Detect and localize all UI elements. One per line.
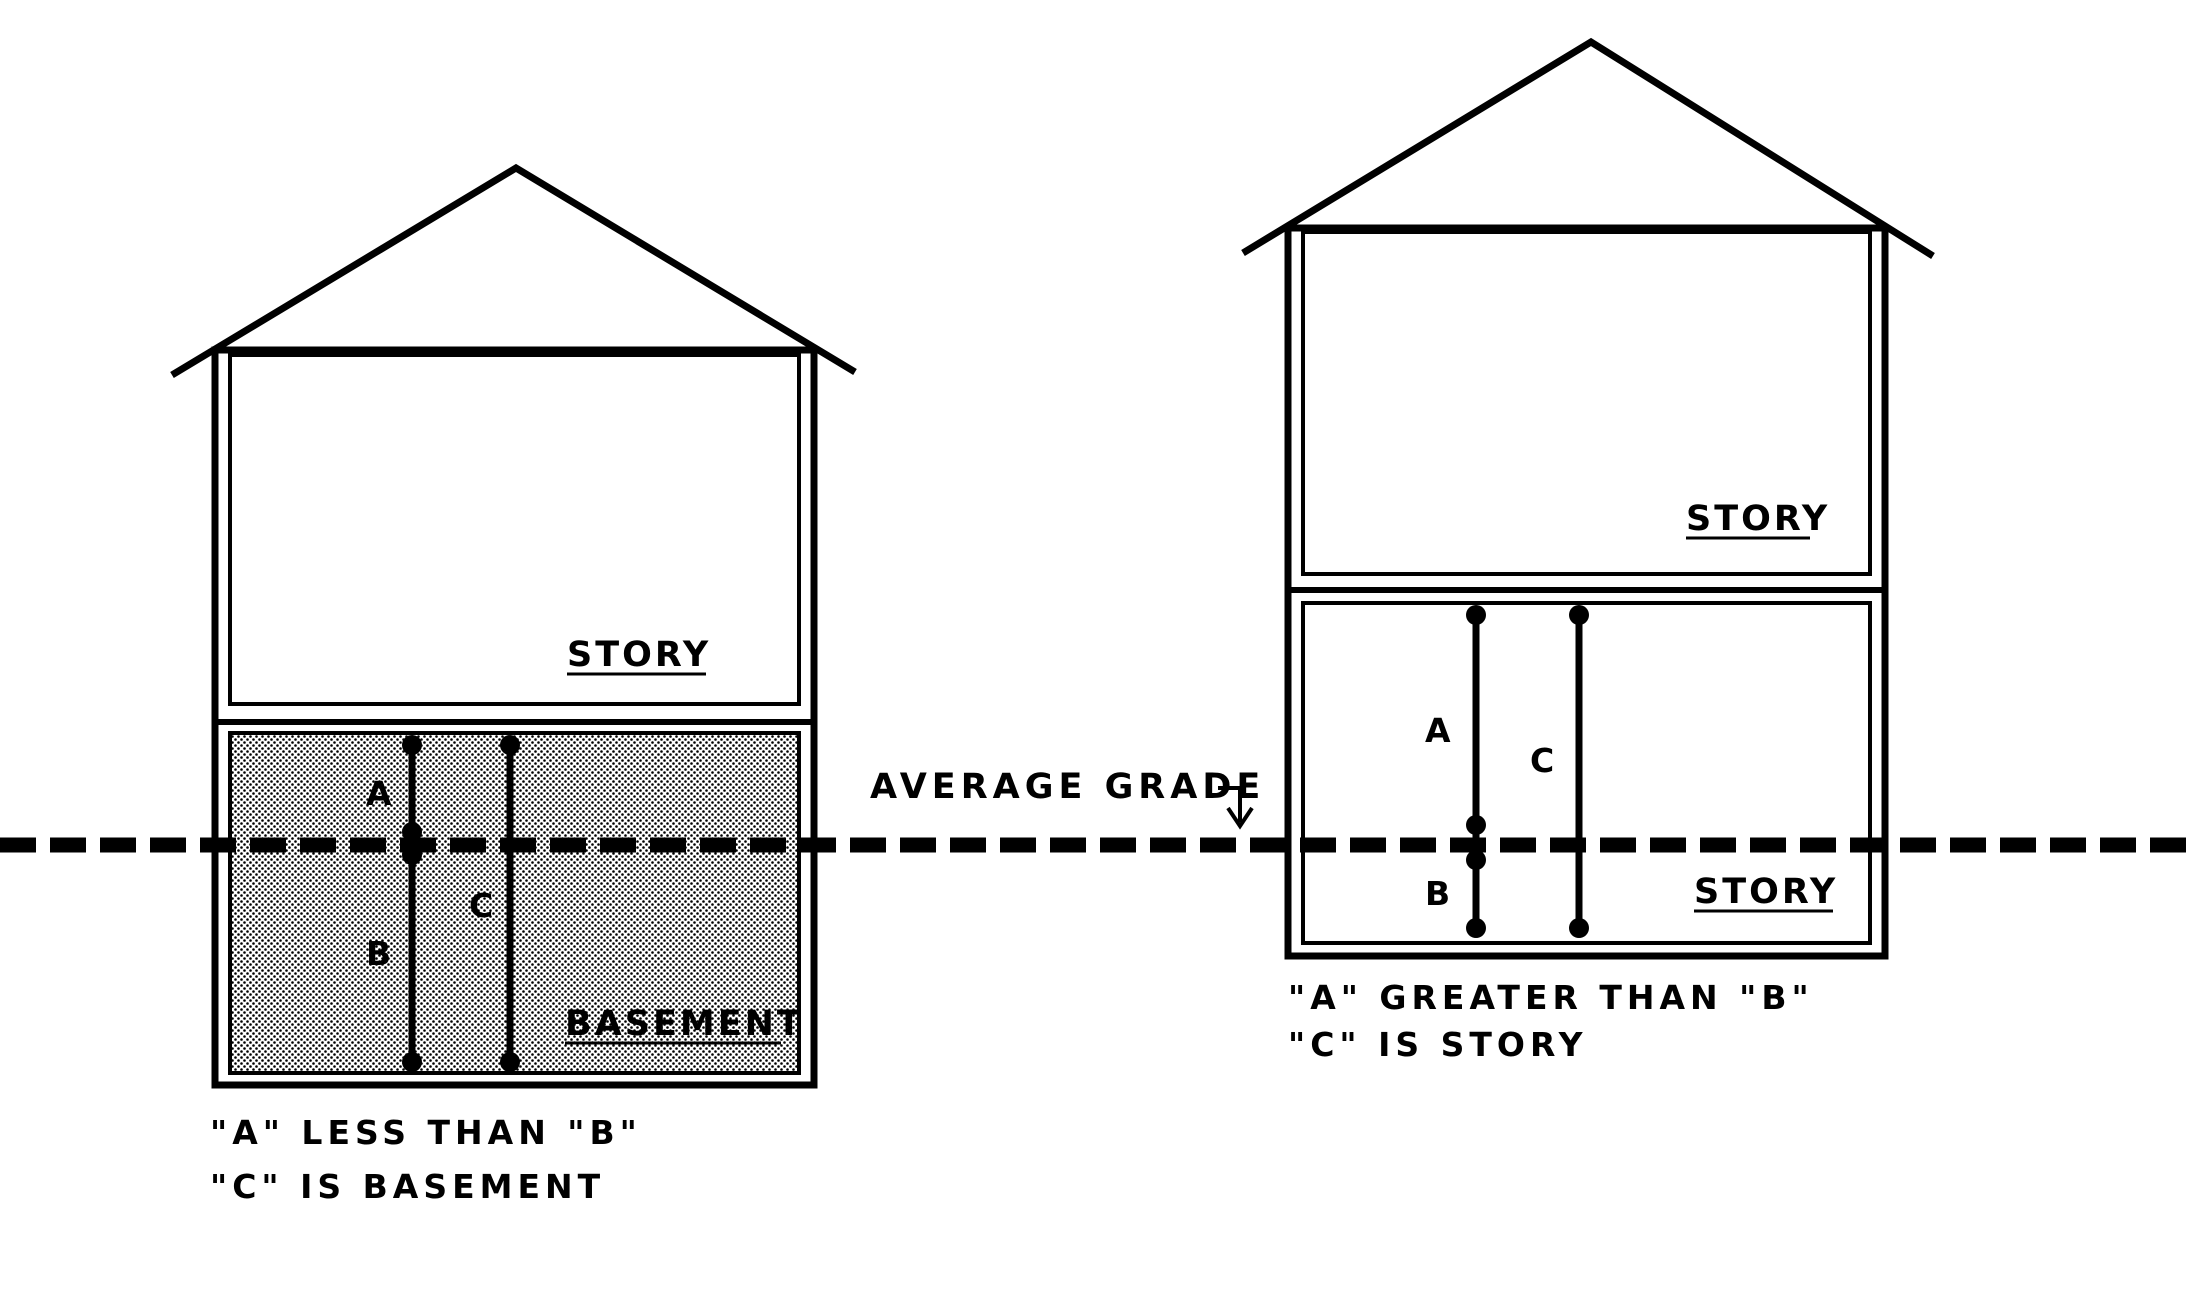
right-dim-b-label: B [1425, 874, 1453, 913]
left-upper-story-label: STORY [567, 635, 711, 675]
right-caption-line2: "C" IS STORY [1288, 1025, 1587, 1064]
left-caption-line2: "C" IS BASEMENT [210, 1167, 605, 1206]
left-dim-c-label: C [469, 886, 496, 925]
right-dim-point [1569, 918, 1589, 938]
average-grade-pointer [1218, 786, 1242, 822]
average-grade-label: AVERAGE GRADE [870, 767, 1265, 807]
left-dim-point [500, 1052, 520, 1072]
left-roof [170, 163, 857, 378]
left-house: STORY BASEMENT A B C "A" LESS THAN "B" "… [170, 163, 857, 1206]
right-dim-point [1466, 850, 1486, 870]
average-grade: AVERAGE GRADE [0, 767, 2191, 853]
right-dim-point [1569, 605, 1589, 625]
left-caption-line1: "A" LESS THAN "B" [210, 1113, 642, 1152]
right-dim-point [1466, 918, 1486, 938]
left-upper-room [228, 353, 801, 706]
left-dim-point [500, 735, 520, 755]
right-dim-point [1466, 815, 1486, 835]
left-dim-a-label: A [366, 774, 395, 813]
right-upper-room [1301, 230, 1872, 576]
right-dim-a-label: A [1425, 711, 1454, 750]
left-dim-point [402, 1052, 422, 1072]
right-upper-story-label: STORY [1686, 499, 1830, 539]
right-dim-point [1466, 605, 1486, 625]
left-basement-label: BASEMENT [565, 1004, 804, 1044]
left-basement-shading [228, 731, 801, 1075]
right-house: STORY STORY A B C "A" GREATER THAN "B" "… [1241, 37, 1935, 1064]
left-outer-wall [211, 346, 818, 1089]
left-dim-point [402, 735, 422, 755]
right-lower-story-label: STORY [1694, 872, 1838, 912]
left-dim-point [402, 822, 422, 842]
left-dim-b-label: B [366, 934, 394, 973]
right-lower-room [1301, 601, 1872, 945]
right-roof [1241, 37, 1935, 259]
average-grade-arrowhead-icon [1226, 806, 1254, 830]
right-dim-c-label: C [1530, 741, 1557, 780]
right-caption-line1: "A" GREATER THAN "B" [1288, 978, 1814, 1017]
